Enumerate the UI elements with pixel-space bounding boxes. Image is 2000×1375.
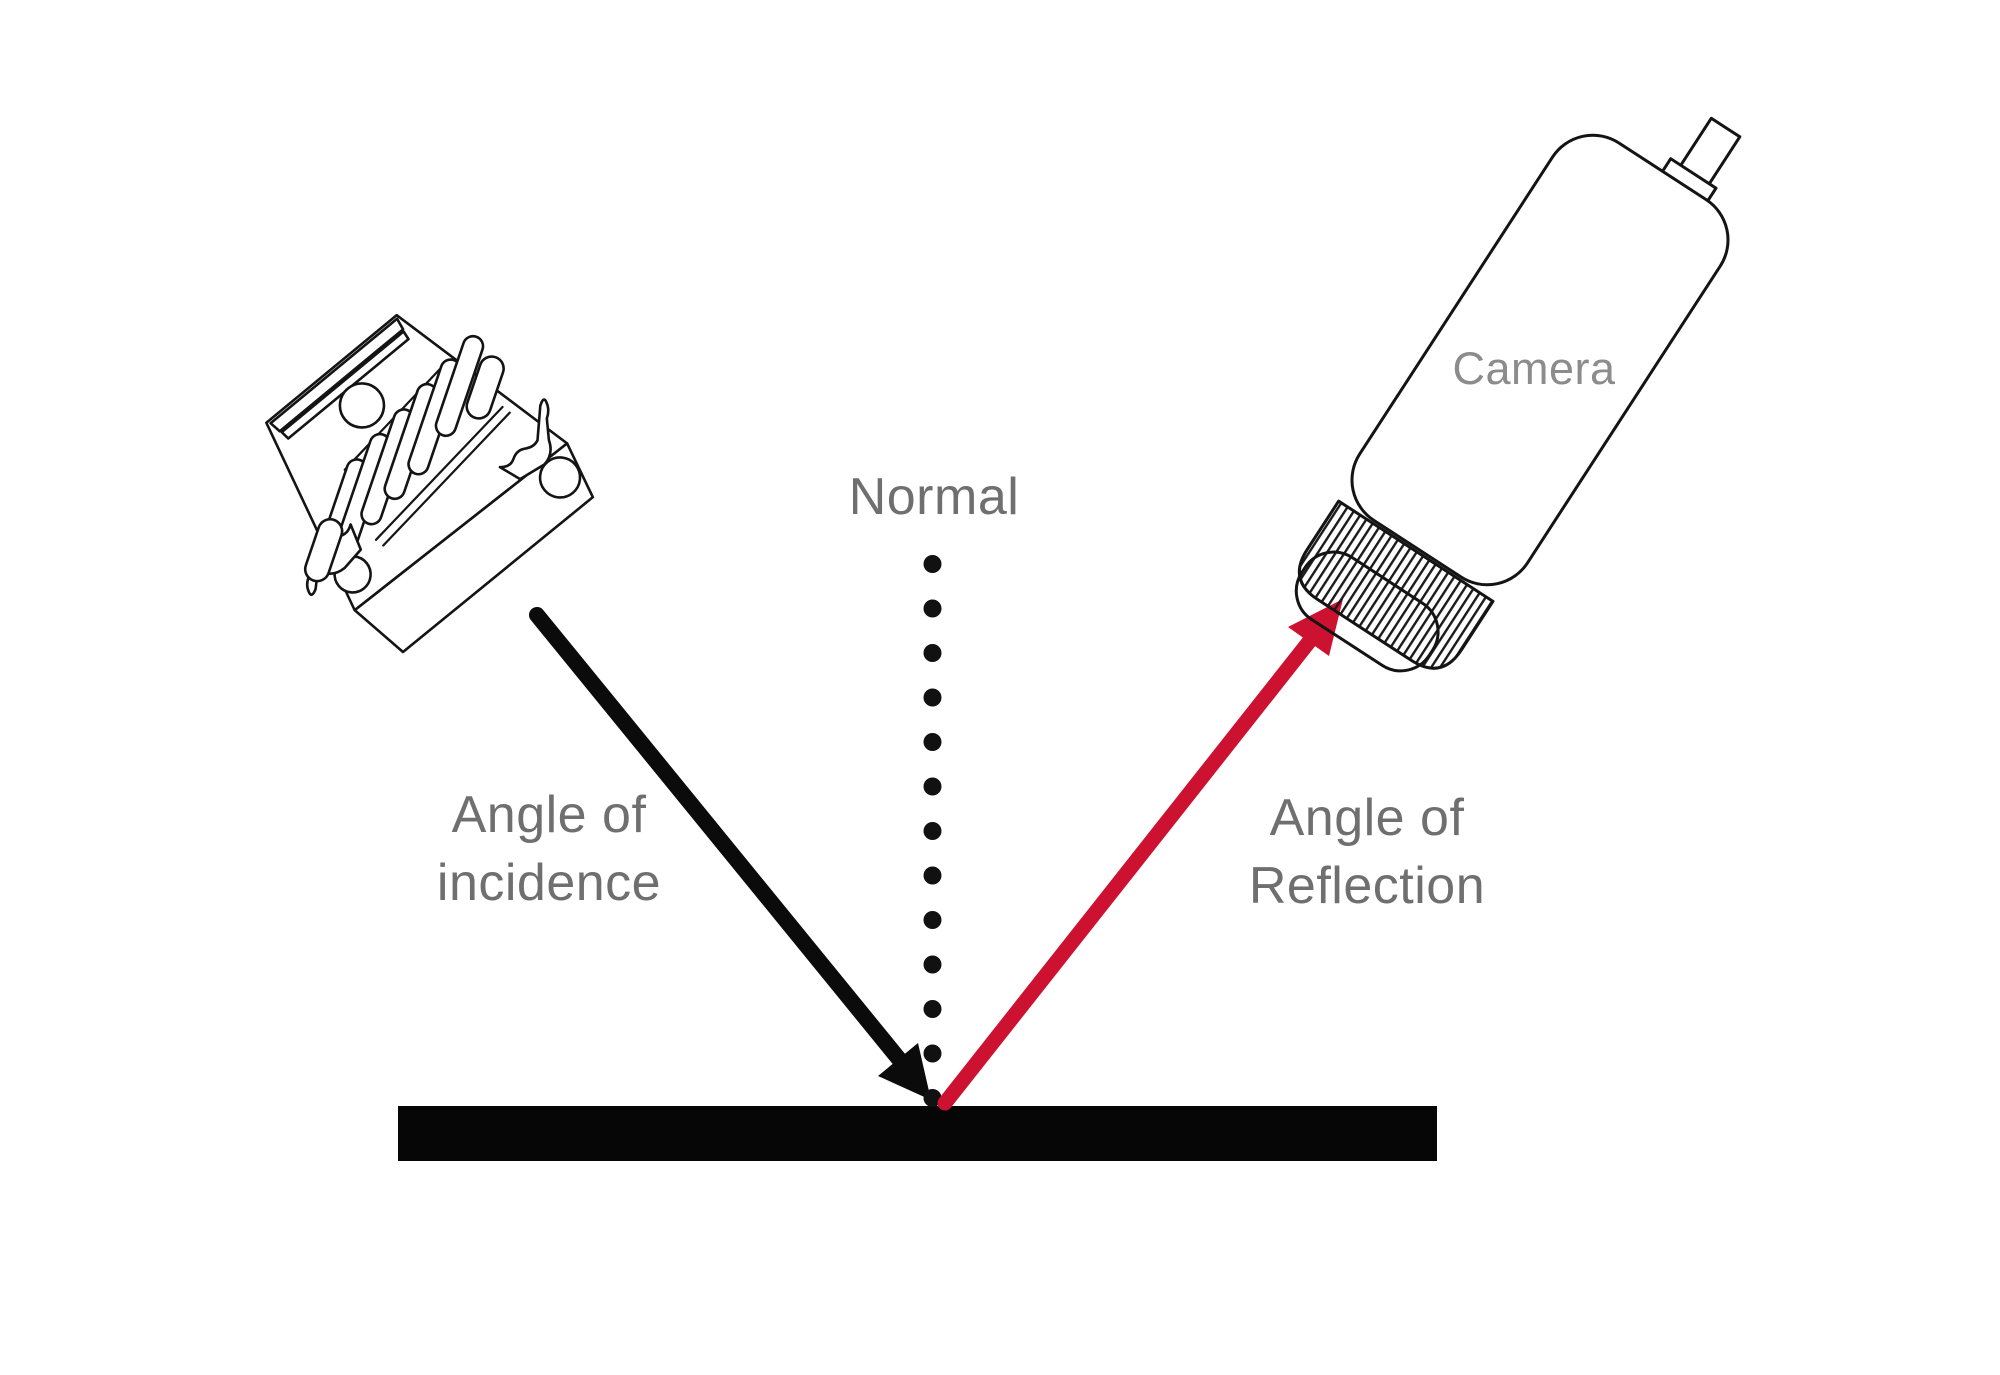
normal-dot: [923, 955, 942, 974]
light-bracket-right: [465, 355, 582, 499]
angle-of-incidence-line2: incidence: [436, 854, 662, 912]
camera-lens-rim: [1294, 550, 1440, 673]
normal-label: Normal: [848, 468, 1020, 526]
normal-dotted-line: [923, 555, 942, 1107]
normal-dot: [923, 1089, 942, 1107]
angle-of-incidence-line1: Angle of: [451, 786, 647, 844]
normal-dot: [923, 688, 942, 707]
camera-label: Camera: [1452, 343, 1616, 394]
incident-ray-arrowhead: [878, 1043, 931, 1100]
surface-bar: [398, 1106, 1437, 1161]
normal-dot: [923, 555, 942, 573]
light-bracket-left: [303, 517, 372, 596]
light-edge-strip: [280, 330, 410, 440]
reflected-ray-shaft: [937, 630, 1320, 1111]
angle-of-incidence-label: Angle of incidence: [437, 781, 661, 917]
camera-drawing: [1294, 116, 1742, 673]
camera-body: [1350, 133, 1730, 587]
light-mount-hole: [338, 382, 386, 429]
normal-dot: [923, 1000, 942, 1018]
normal-dot: [923, 822, 942, 840]
angle-of-reflection-line1: Angle of: [1269, 789, 1465, 847]
reflected-ray: [937, 599, 1343, 1111]
normal-dot: [923, 733, 942, 751]
reflected-ray-arrowhead: [1288, 599, 1343, 656]
incident-ray: [529, 607, 931, 1100]
normal-dot: [923, 911, 942, 929]
angle-of-reflection-label: Angle of Reflection: [1249, 784, 1485, 920]
light-edge-strip: [269, 317, 405, 433]
light-source-drawing: [265, 313, 595, 654]
normal-dot: [923, 1044, 942, 1063]
angle-of-reflection-line2: Reflection: [1248, 857, 1486, 915]
normal-dot: [923, 644, 942, 662]
normal-dot: [923, 599, 942, 618]
normal-dot: [923, 777, 942, 796]
incident-ray-shaft: [529, 607, 911, 1072]
normal-dot: [923, 866, 942, 885]
